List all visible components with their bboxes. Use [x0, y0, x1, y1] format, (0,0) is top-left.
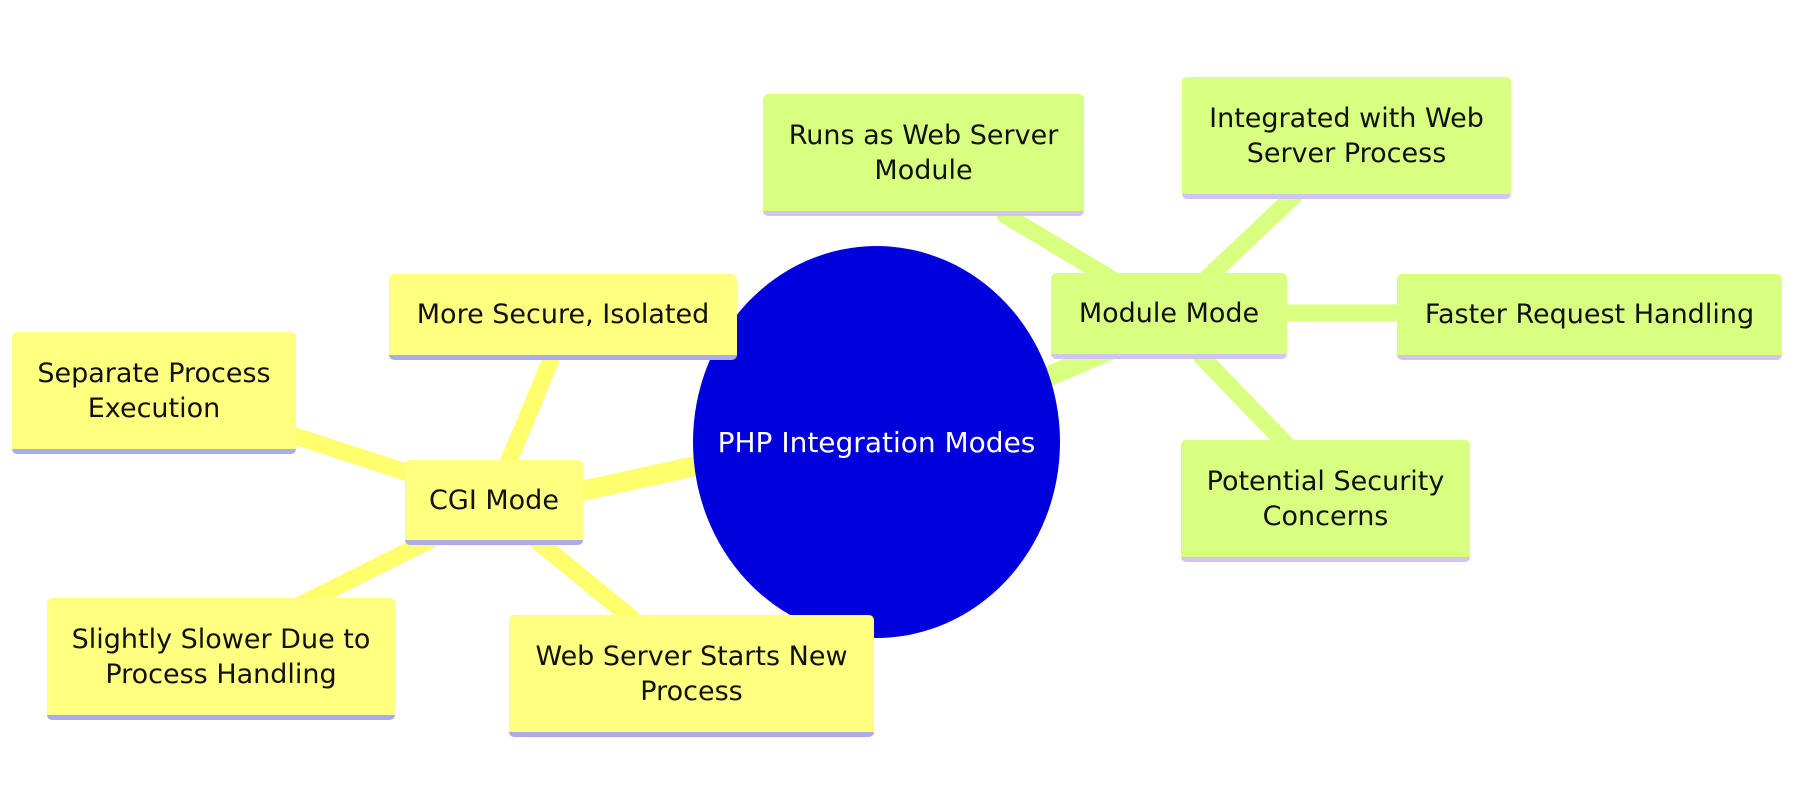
web-server-starts-label: Web Server Starts New Process — [535, 640, 848, 707]
more-secure-node: More Secure, Isolated — [389, 274, 737, 360]
edge-module-integrated — [1196, 186, 1304, 289]
separate-process-node: Separate Process Execution — [12, 332, 296, 454]
integrated-with-web-server-node: Integrated with Web Server Process — [1182, 77, 1511, 199]
runs-as-web-server-label: Runs as Web Server Module — [788, 119, 1059, 186]
slightly-slower-node: Slightly Slower Due to Process Handling — [47, 598, 395, 720]
more-secure-label: More Secure, Isolated — [416, 299, 710, 330]
separate-process-label: Separate Process Execution — [37, 357, 271, 424]
runs-as-web-server-node: Runs as Web Server Module — [763, 94, 1084, 216]
potential-security-concerns-node: Potential Security Concerns — [1181, 440, 1470, 562]
slightly-slower-label: Slightly Slower Due to Process Handling — [71, 623, 371, 690]
cgi-mode-label: CGI Mode — [429, 484, 559, 516]
cgi-mode-node: CGI Mode — [405, 460, 583, 545]
root-label: PHP Integration Modes — [717, 425, 1036, 459]
web-server-starts-node: Web Server Starts New Process — [509, 615, 874, 737]
module-mode-label: Module Mode — [1078, 298, 1260, 329]
faster-request-handling-label: Faster Request Handling — [1424, 299, 1755, 330]
edge-cgi-more-secure — [496, 346, 562, 479]
edge-cgi-slightly-slower — [291, 531, 439, 614]
potential-security-concerns-label: Potential Security Concerns — [1206, 465, 1445, 532]
edge-cgi-web-server-starts — [521, 526, 649, 634]
module-mode-node: Module Mode — [1051, 273, 1287, 359]
integrated-with-web-server-label: Integrated with Web Server Process — [1209, 102, 1484, 169]
edge-module-security — [1191, 346, 1294, 452]
faster-request-handling-node: Faster Request Handling — [1397, 274, 1782, 360]
root-node: PHP Integration Modes — [693, 246, 1060, 638]
